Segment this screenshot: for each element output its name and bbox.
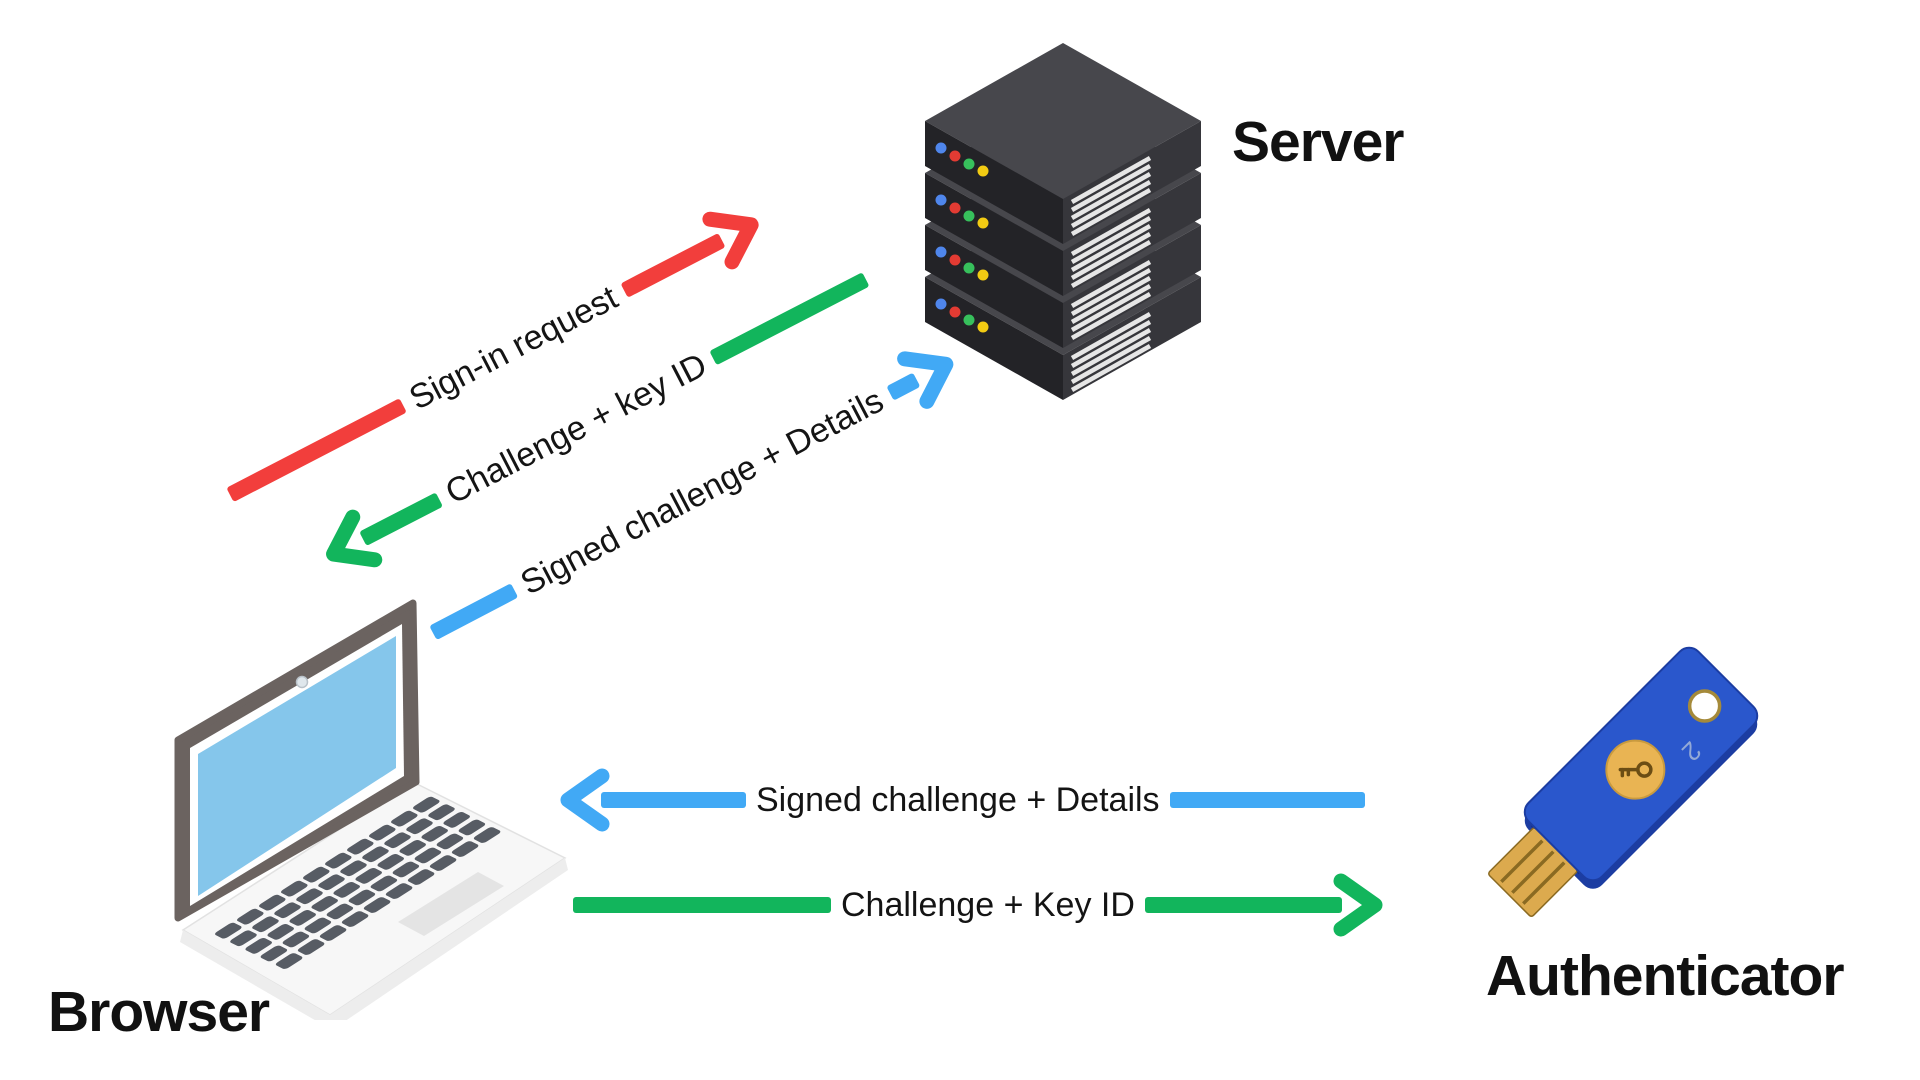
arrowhead-left-icon — [326, 509, 383, 568]
arrow-signed-challenge-to-browser: Signed challenge + Details — [555, 767, 1365, 833]
arrow-bar — [1169, 792, 1365, 808]
authenticator-label: Authenticator — [1486, 944, 1844, 1008]
arrowhead-right-icon — [702, 211, 759, 270]
arrow-bar — [429, 583, 519, 641]
laptop-keyboard — [215, 796, 501, 969]
laptop-webcam-icon — [295, 675, 309, 689]
key-icon — [1618, 761, 1653, 778]
arrowhead-left-icon — [560, 768, 610, 832]
arrowhead-right-icon — [897, 351, 954, 409]
arrow-bar — [1144, 897, 1342, 913]
server-illustration — [920, 38, 1210, 410]
browser-label: Browser — [48, 980, 270, 1044]
browser-laptop-illustration — [174, 599, 568, 1020]
arrow-bar — [226, 398, 407, 503]
laptop-trackpad — [398, 872, 504, 936]
arrow-bar — [359, 492, 443, 547]
arrow-challenge-key-id-to-authenticator: Challenge + Key ID — [573, 872, 1388, 938]
arrow-label: Challenge + Key ID — [841, 886, 1135, 924]
usb-contacts — [1500, 839, 1566, 905]
arrow-challenge-key-id-to-browser: Challenge + key ID — [307, 250, 881, 589]
arrow-sign-in-request: Sign-in request — [215, 190, 778, 525]
laptop-screen — [198, 636, 396, 896]
arrow-signed-challenge-to-server: Signed challenge + Details — [418, 329, 973, 662]
arrow-bar — [709, 272, 870, 366]
authenticator-key-illustration: 2 — [1488, 646, 1759, 917]
arrow-bar — [573, 897, 831, 913]
server-label: Server — [1232, 110, 1404, 174]
arrow-label: Signed challenge + Details — [756, 781, 1160, 819]
arrowhead-right-icon — [1333, 873, 1383, 937]
key-ring-hole — [1687, 689, 1722, 723]
laptop-base-edge — [180, 858, 568, 1020]
arrow-bar — [601, 792, 746, 808]
